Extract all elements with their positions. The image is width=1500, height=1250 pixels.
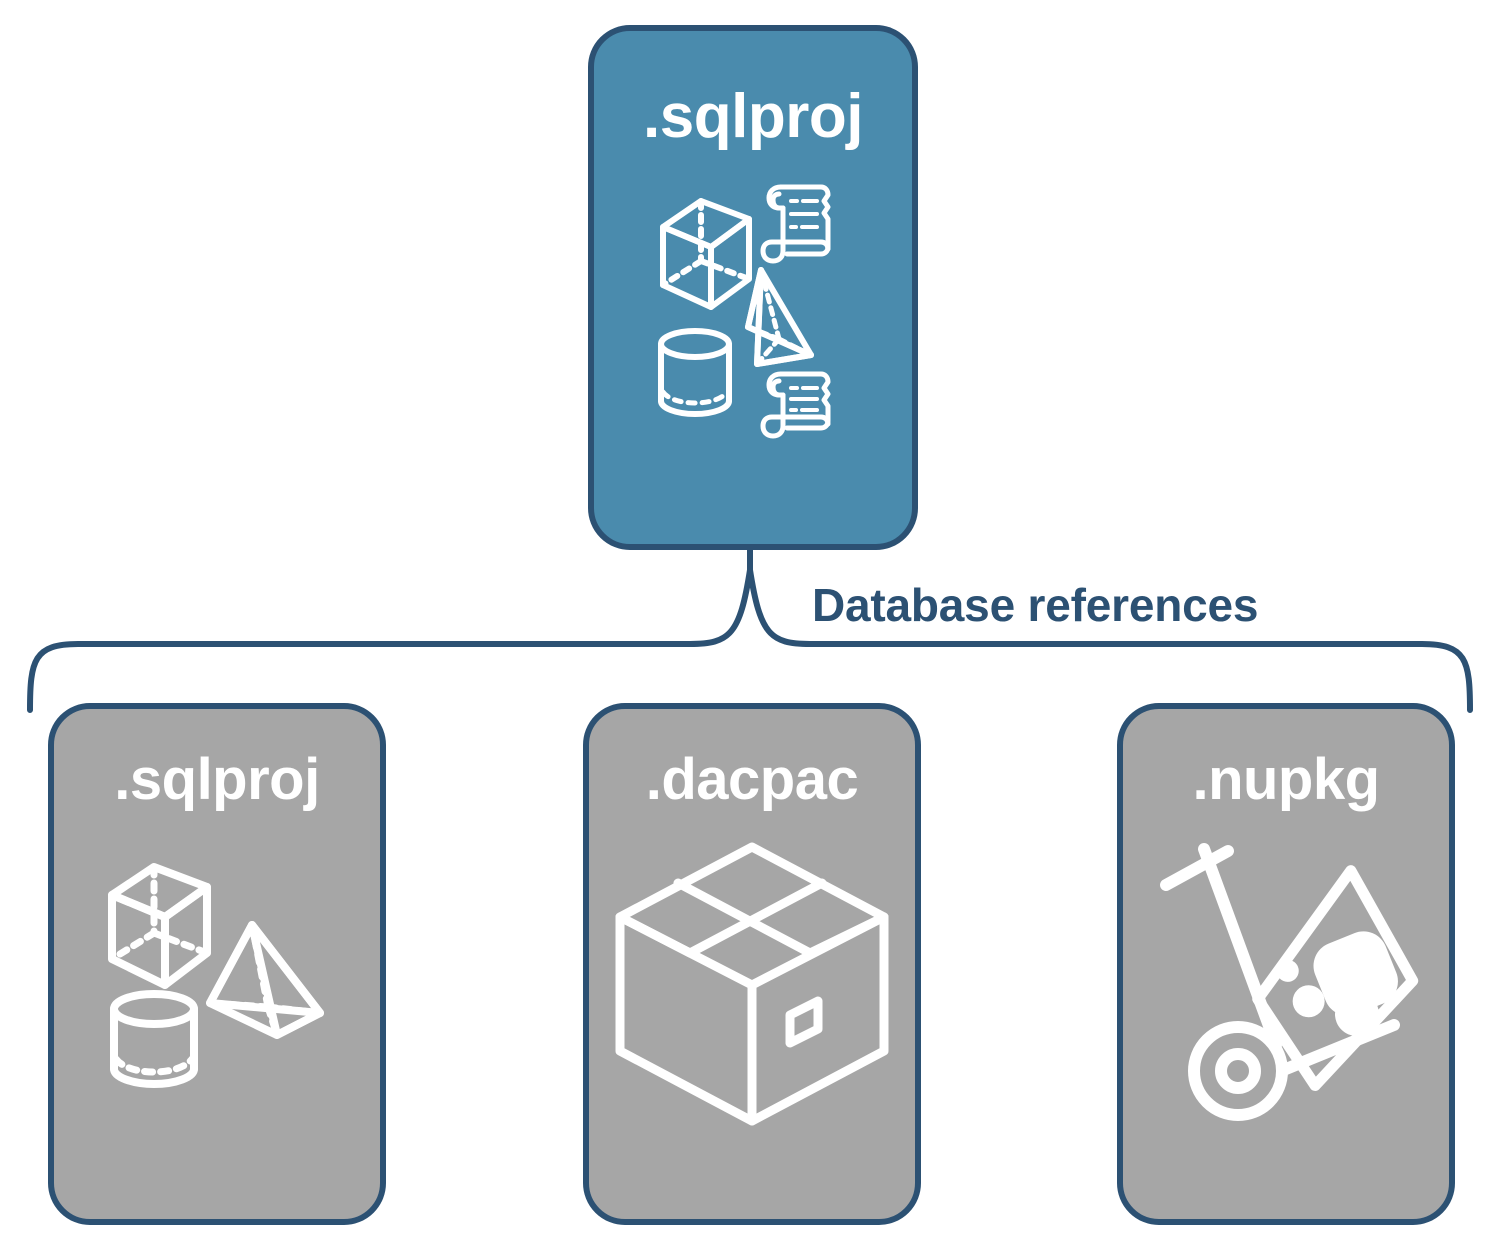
node-title: .sqlproj — [114, 747, 320, 812]
node-sqlproj-source[interactable]: .sqlproj — [588, 25, 918, 550]
cylinder-icon — [658, 328, 732, 417]
cylinder-icon — [110, 990, 198, 1088]
sqlproj-object-icons — [102, 857, 332, 1088]
pyramid-icon — [745, 267, 814, 367]
node-title: .nupkg — [1192, 747, 1380, 812]
nupkg-package-icon — [1146, 839, 1426, 1129]
node-sqlproj-reference[interactable]: .sqlproj — [48, 703, 386, 1225]
nuget-glyph-icon — [1276, 931, 1398, 1037]
pyramid-icon — [206, 921, 324, 1039]
cube-icon — [108, 863, 211, 989]
sqlproj-object-icons — [653, 179, 853, 441]
package-box-icon — [1252, 865, 1419, 1092]
scroll-icon — [760, 371, 831, 439]
cube-icon — [660, 198, 752, 310]
node-title: .sqlproj — [643, 82, 863, 151]
package-box-icon — [615, 842, 889, 1126]
node-nupkg-reference[interactable]: .nupkg — [1117, 703, 1455, 1225]
connector-label: Database references — [812, 579, 1259, 631]
node-title: .dacpac — [645, 747, 859, 812]
database-references-brace — [27, 547, 1473, 713]
dacpac-package-icon — [612, 839, 892, 1129]
node-dacpac-reference[interactable]: .dacpac — [583, 703, 921, 1225]
scroll-icon — [760, 184, 831, 264]
